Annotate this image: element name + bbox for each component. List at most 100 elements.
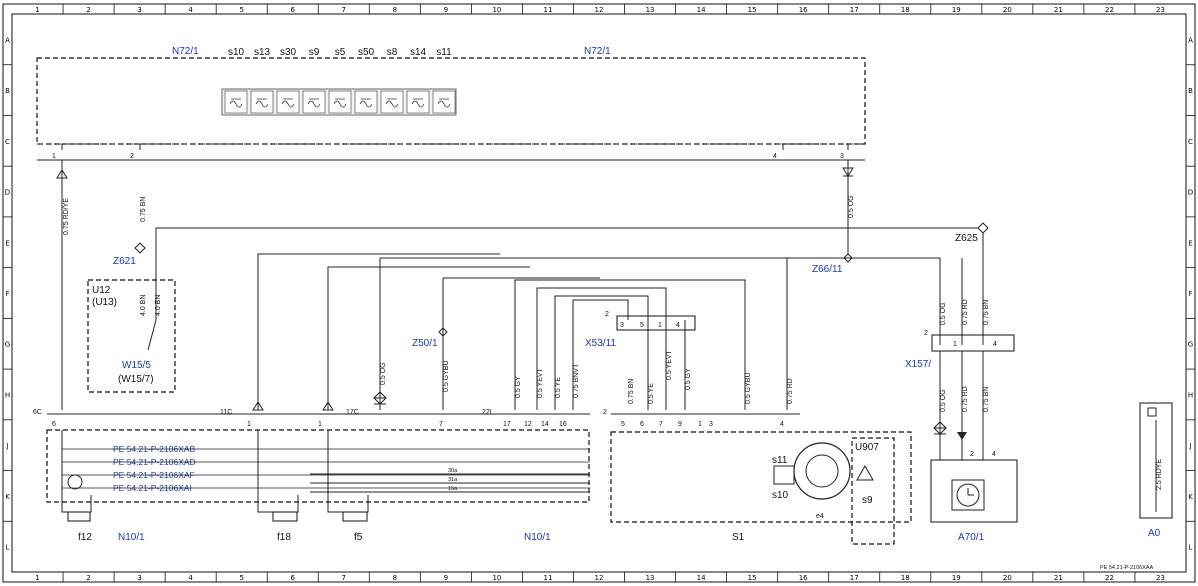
grid-col-top: 20 [1003,6,1012,14]
grid-col-top: 7 [342,6,346,14]
grid-col-top: 10 [492,6,501,14]
s1-pin-2: 2 [603,409,607,416]
switch-label: s10 [228,47,245,58]
x53-label: X53/11 [585,338,616,349]
inner-frame [11,13,1187,573]
grid-col-top: 22 [1105,6,1114,14]
grid-row-left: A [5,36,10,44]
switch-label: s30 [280,47,297,58]
fuse-f12-label: f12 [78,532,92,543]
grid-row-left: E [5,239,9,247]
wire-gy-1: 0.5 GY [515,376,522,398]
u12-label: U12 [92,285,111,296]
n10-label-right: N10/1 [524,532,551,543]
grid-col-bottom: 4 [188,574,193,582]
u907-label: U907 [855,442,879,453]
grid-row-left: B [5,87,10,95]
wire-bn-40b: 4.0 BN [155,295,162,316]
x157-connector [931,334,1015,352]
grid-col-top: 2 [86,6,90,14]
a70-box [930,459,1018,523]
switch-button-icon [380,90,404,114]
diode-icon-rd [957,432,967,440]
wire-bnvt: 0.75 BNVT [573,363,580,398]
wire-gybu: 0.5 GYBU [443,360,450,392]
grid-col-bottom: 10 [492,574,501,582]
grid-col-top: 8 [393,6,397,14]
wire-rd-2: 0.75 RD [962,386,969,412]
grid-col-bottom: 23 [1156,574,1165,582]
wire-bn-40a: 4.0 BN [140,295,147,316]
z625-node-icon [977,222,989,234]
wire-bn-2: 0.75 BN [628,379,635,404]
grid-row-left: J [5,442,8,450]
grid-col-bottom: 15 [748,574,757,582]
z621-node-icon [134,242,146,254]
a70-label: A70/1 [958,532,985,543]
wire-ye-1: 0.5 YE [555,377,562,398]
switch-label: s11 [436,47,452,58]
rotary-inner-icon [805,454,839,488]
u12-alt-label: (U13) [92,297,117,308]
wire-og-3: 0.5 OG [940,389,947,412]
grid-row-right: H [1188,391,1193,399]
s1-label: S1 [732,532,745,543]
grid-col-bottom: 6 [291,574,296,582]
switch-arrow-left [252,401,334,411]
grid-row-left: K [5,493,10,501]
grid-col-top: 3 [137,6,141,14]
w15-alt-label: (W15/7) [118,374,154,385]
wire-gy-2: 0.5 GY [685,368,692,390]
wire-bn-3: 0.75 BN [983,387,990,412]
grid-col-bottom: 19 [952,574,961,582]
wire-rd-1: 0.75 RD [787,378,794,404]
n72-pin-2: 2 [130,153,134,160]
s1-box [610,431,912,523]
s1-pin-3: 3 [709,421,713,428]
grid-col-top: 1 [35,6,39,14]
fuse-node-icon-2 [933,421,947,435]
grid-col-bottom: 8 [393,574,397,582]
s11-switch-icon [773,465,795,485]
a0-label: A0 [1148,528,1161,539]
n10-module-box [46,429,590,503]
x157-label: X157/ [905,359,931,370]
x53-pin-4: 4 [676,322,680,329]
grid-col-bottom: 7 [342,574,346,582]
n72-pin-3: 3 [840,153,844,160]
s11-label: s11 [772,455,788,466]
fuse-node-icon [373,391,387,405]
n10-pin-14: 14 [541,421,549,428]
z625-label: Z625 [955,233,978,244]
fuse-f18 [272,511,298,522]
grid-col-bottom: 17 [850,574,859,582]
n10-pin-16: 16 [559,421,567,428]
n10-pin-17: 17 [503,421,511,428]
ground-symbol-icon [67,474,83,490]
diode-arrow-icon [56,169,68,179]
switch-label: s13 [254,47,271,58]
wire-bn-1: 0.75 BN [140,197,147,222]
grid-col-top: 19 [952,6,961,14]
u907-box [851,437,895,545]
x53-pin-5: 5 [640,322,644,329]
switch-button-icon [250,90,274,114]
grid-col-bottom: 2 [86,574,90,582]
grid-row-left: H [5,391,10,399]
grid-col-top: 6 [291,6,296,14]
x53-connector [616,315,696,331]
conn-22i: 22I [482,409,492,416]
e4-label: e4 [816,513,824,520]
legend-text: 2.5 RDYE [1156,459,1163,490]
grid-row-right: L [1189,544,1193,552]
wire-og-1: 0.5 OG [848,195,855,218]
legend-icon [1147,407,1157,417]
conn-6c: 6C [33,409,42,416]
wire-og-2: 0.5 OG [380,362,387,385]
grid-row-left: F [5,290,9,298]
grid-col-top: 23 [1156,6,1165,14]
grid-row-right: D [1188,189,1193,197]
x157-pin-1: 1 [953,341,957,348]
